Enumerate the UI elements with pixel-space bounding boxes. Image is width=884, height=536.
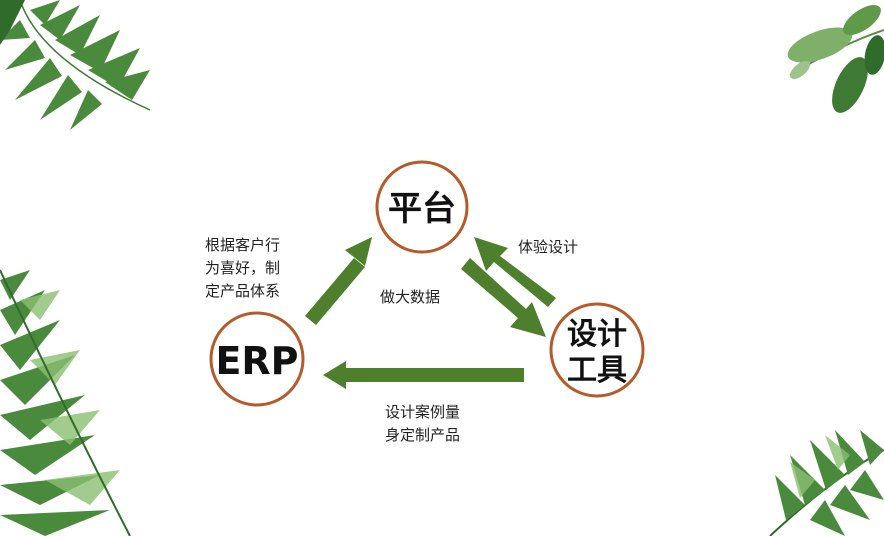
node-erp-label: ERP: [215, 339, 298, 383]
node-platform: 平台: [375, 160, 469, 254]
node-design-tool: 设计 工具: [549, 302, 645, 398]
annotation-tool-to-erp-line1: 设计案例量: [385, 403, 461, 421]
annotation-tool-to-erp: 设计案例量 身定制产品: [385, 401, 460, 447]
annotation-tool-to-platform: 体验设计: [518, 238, 579, 256]
leaf-branch-top-right: [787, 4, 884, 113]
node-erp: ERP: [209, 311, 305, 407]
palm-leaf-bottom-left: [0, 269, 131, 536]
arrow-tool-to-platform: [474, 237, 556, 307]
annotation-erp-to-platform-line3: 定产品体系: [205, 282, 281, 300]
node-design-tool-circle: [549, 302, 645, 398]
annotation-erp-to-platform-line1: 根据客户行: [205, 236, 281, 254]
node-design-tool-label-line2: 工具: [567, 353, 627, 388]
node-design-tool-label-line1: 设计: [567, 317, 627, 352]
annotation-erp-to-platform-line2: 为喜好，制: [205, 259, 281, 277]
annotation-tool-to-erp-line2: 身定制产品: [385, 426, 461, 444]
node-platform-circle: [375, 160, 469, 254]
arrow-tool-to-erp: [323, 361, 524, 389]
palm-leaf-bottom-right: [769, 430, 884, 536]
annotation-erp-to-platform: 根据客户行 为喜好，制 定产品体系: [205, 234, 280, 303]
arrow-platform-to-tool: [461, 258, 546, 337]
annotation-platform-to-tool: 做大数据: [380, 288, 441, 306]
palm-leaf-top-left: [0, 0, 151, 130]
node-platform-label: 平台: [388, 189, 456, 229]
node-erp-circle: [209, 311, 305, 407]
arrow-erp-to-platform: [305, 237, 372, 325]
